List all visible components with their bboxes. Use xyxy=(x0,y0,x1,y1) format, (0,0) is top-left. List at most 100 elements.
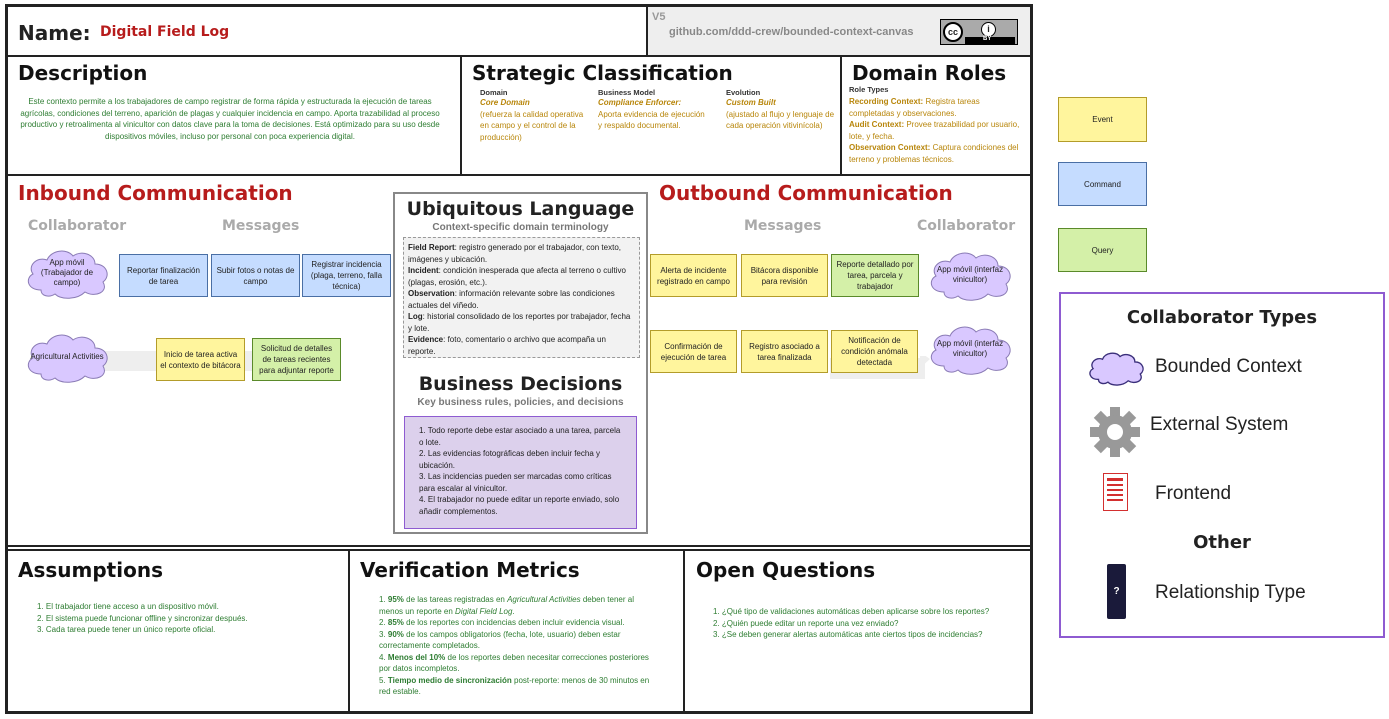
assumptions-title: Assumptions xyxy=(18,558,163,582)
domain-roles-section: Domain Roles Role Types Recording Contex… xyxy=(842,57,1030,174)
collaborator-types-title: Collaborator Types xyxy=(1126,307,1318,328)
divider xyxy=(8,549,1030,551)
description-section: Description Este contexto permite a los … xyxy=(8,57,460,174)
model-value: Compliance Enforcer: xyxy=(598,98,682,107)
model-header: Business Model xyxy=(598,88,656,97)
divider xyxy=(348,550,350,712)
decision-item: 2. Las evidencias fotográficas deben inc… xyxy=(419,449,600,470)
external-system-icon xyxy=(1089,406,1141,463)
outbound-collaborator-header: Collaborator xyxy=(917,218,1016,234)
role-list: Recording Context: Registra tareas compl… xyxy=(849,96,1027,165)
outbound-title: Outbound Communication xyxy=(659,181,953,205)
cloud-shape xyxy=(27,250,108,299)
decision-item: 3. Las incidencias pueden ser marcadas c… xyxy=(419,472,612,493)
domain-note: (refuerza la calidad operativa en campo … xyxy=(480,109,584,142)
bounded-context-label: Bounded Context xyxy=(1155,356,1302,377)
divider xyxy=(683,550,685,712)
name-section: Name: Digital Field Log xyxy=(8,7,646,55)
frontend-icon-line xyxy=(1107,499,1123,501)
strategic-title: Strategic Classification xyxy=(472,61,733,85)
domain-roles-title: Domain Roles xyxy=(852,61,1007,85)
divider xyxy=(8,174,1030,176)
business-decisions-title: Business Decisions xyxy=(418,373,623,395)
collaborator-cloud-app-winegrower-1[interactable]: App móvil (interfaz vinicultor) xyxy=(924,248,1016,302)
business-model-column: Business Model Compliance Enforcer: Apor… xyxy=(598,88,708,132)
evolution-header: Evolution xyxy=(726,88,761,97)
metric-item: 3. 90% de los campos obligatorios (fecha… xyxy=(379,629,621,651)
outbound-event-anomaly-notification[interactable]: Notificación de condición anómala detect… xyxy=(831,330,918,373)
outbound-messages-header: Messages xyxy=(744,218,822,234)
role-types-header: Role Types xyxy=(849,85,889,94)
divider xyxy=(460,55,462,175)
decisions-list: 1. Todo reporte debe estar asociado a un… xyxy=(404,416,637,529)
assumption-item: 3. Cada tarea puede tener un único repor… xyxy=(37,625,216,634)
inbound-query-task-details[interactable]: Solicitud de detalles de tareas reciente… xyxy=(252,338,341,381)
repo-link[interactable]: github.com/ddd-crew/bounded-context-canv… xyxy=(669,26,914,38)
frontend-icon-line xyxy=(1107,489,1123,491)
license-by-bar xyxy=(965,37,1015,44)
inbound-messages-header: Messages xyxy=(222,218,300,234)
frontend-icon xyxy=(1103,473,1128,511)
outbound-event-task-confirmation[interactable]: Confirmación de ejecución de tarea xyxy=(650,330,737,373)
strategic-section: Strategic Classification Domain Core Dom… xyxy=(462,57,840,174)
other-title: Other xyxy=(1193,532,1251,553)
evolution-note: (ajustado al flujo y lenguaje de cada op… xyxy=(726,109,835,131)
inbound-title: Inbound Communication xyxy=(18,181,293,205)
collaborator-cloud-app-winegrower-2[interactable]: App móvil (interfaz vinicultor) xyxy=(924,322,1016,376)
frontend-icon-line xyxy=(1107,494,1123,496)
decision-item: 4. El trabajador no puede editar un repo… xyxy=(419,495,620,516)
outbound-query-detailed-report[interactable]: Reporte detallado por tarea, parcela y t… xyxy=(831,254,919,297)
model-note: Aporta evidencia de ejecución y respaldo… xyxy=(598,109,705,131)
legend-command: Command xyxy=(1058,162,1147,206)
context-name[interactable]: Digital Field Log xyxy=(100,24,230,40)
metric-item: 2. 85% de los reportes con incidencias d… xyxy=(379,618,625,627)
collaborator-cloud-app-worker[interactable]: App móvil (Trabajador de campo) xyxy=(21,246,113,300)
description-text: Este contexto permite a los trabajadores… xyxy=(20,97,440,141)
cloud-shape xyxy=(930,252,1011,301)
external-system-label: External System xyxy=(1150,414,1289,435)
license-by-label: BY xyxy=(983,36,992,42)
open-questions-title: Open Questions xyxy=(696,558,876,582)
assumptions-section: Assumptions 1. El trabajador tiene acces… xyxy=(8,551,348,711)
open-questions-section: Open Questions 1. ¿Qué tipo de validacio… xyxy=(685,551,1030,711)
ubiquitous-title: Ubiquitous Language xyxy=(406,198,635,220)
divider xyxy=(840,55,842,175)
glossary-term: Observation: información relevante sobre… xyxy=(408,289,615,310)
question-item: 2. ¿Quién puede editar un reporte una ve… xyxy=(713,618,899,628)
outbound-event-record-associated[interactable]: Registro asociado a tarea finalizada xyxy=(741,330,828,373)
collaborator-types-legend: Collaborator Types Bounded Context Exter… xyxy=(1059,292,1385,638)
collaborator-cloud-agricultural[interactable]: Agricultural Activities xyxy=(21,330,113,384)
frontend-label: Frontend xyxy=(1155,483,1232,504)
legend-event: Event xyxy=(1058,97,1147,142)
business-decisions-subtitle: Key business rules, policies, and decisi… xyxy=(417,397,624,408)
domain-value: Core Domain xyxy=(480,98,530,107)
metric-item: 1. 95% de las tareas registradas en Agri… xyxy=(379,595,634,616)
inbound-command-register-incident[interactable]: Registrar incidencia (plaga, terreno, fa… xyxy=(302,254,391,297)
cloud-shape xyxy=(930,326,1011,375)
inbound-event-task-start[interactable]: Inicio de tarea activa el contexto de bi… xyxy=(156,338,245,381)
inbound-command-upload-photos[interactable]: Subir fotos o notas de campo xyxy=(211,254,300,297)
questions-list: 1. ¿Qué tipo de validaciones automáticas… xyxy=(713,606,1013,641)
glossary-term: Log: historial consolidado de los report… xyxy=(408,312,631,333)
version-section: V5 github.com/ddd-crew/bounded-context-c… xyxy=(646,7,1030,55)
cc-license-badge: cc i BY xyxy=(940,19,1018,45)
inbound-command-report-task[interactable]: Reportar finalización de tarea xyxy=(119,254,208,297)
metric-item: 4. Menos del 10% de los reportes deben n… xyxy=(379,652,649,674)
cloud-label: App móvil (Trabajador de campo) xyxy=(40,258,94,287)
divider xyxy=(8,55,1030,57)
cc-icon: cc xyxy=(943,22,963,42)
verification-metrics-title: Verification Metrics xyxy=(360,558,580,582)
bounded-context-icon xyxy=(1085,347,1147,394)
outbound-event-log-available[interactable]: Bitácora disponible para revisión xyxy=(741,254,828,297)
role-item: Recording Context: Registra tareas compl… xyxy=(849,97,980,118)
relationship-type-label: Relationship Type xyxy=(1155,582,1306,603)
outbound-event-incident-alert[interactable]: Alerta de incidente registrado en campo xyxy=(650,254,737,297)
domain-header: Domain xyxy=(480,88,508,97)
inbound-collaborator-header: Collaborator xyxy=(28,218,127,234)
version-label: V5 xyxy=(652,11,666,23)
metric-item: 5. Tiempo medio de sincronización post-r… xyxy=(379,675,650,697)
assumptions-list: 1. El trabajador tiene acceso a un dispo… xyxy=(37,601,337,636)
assumption-item: 1. El trabajador tiene acceso a un dispo… xyxy=(37,602,219,611)
attribution-icon: i xyxy=(981,22,996,37)
glossary-term: Evidence: foto, comentario o archivo que… xyxy=(408,335,606,356)
